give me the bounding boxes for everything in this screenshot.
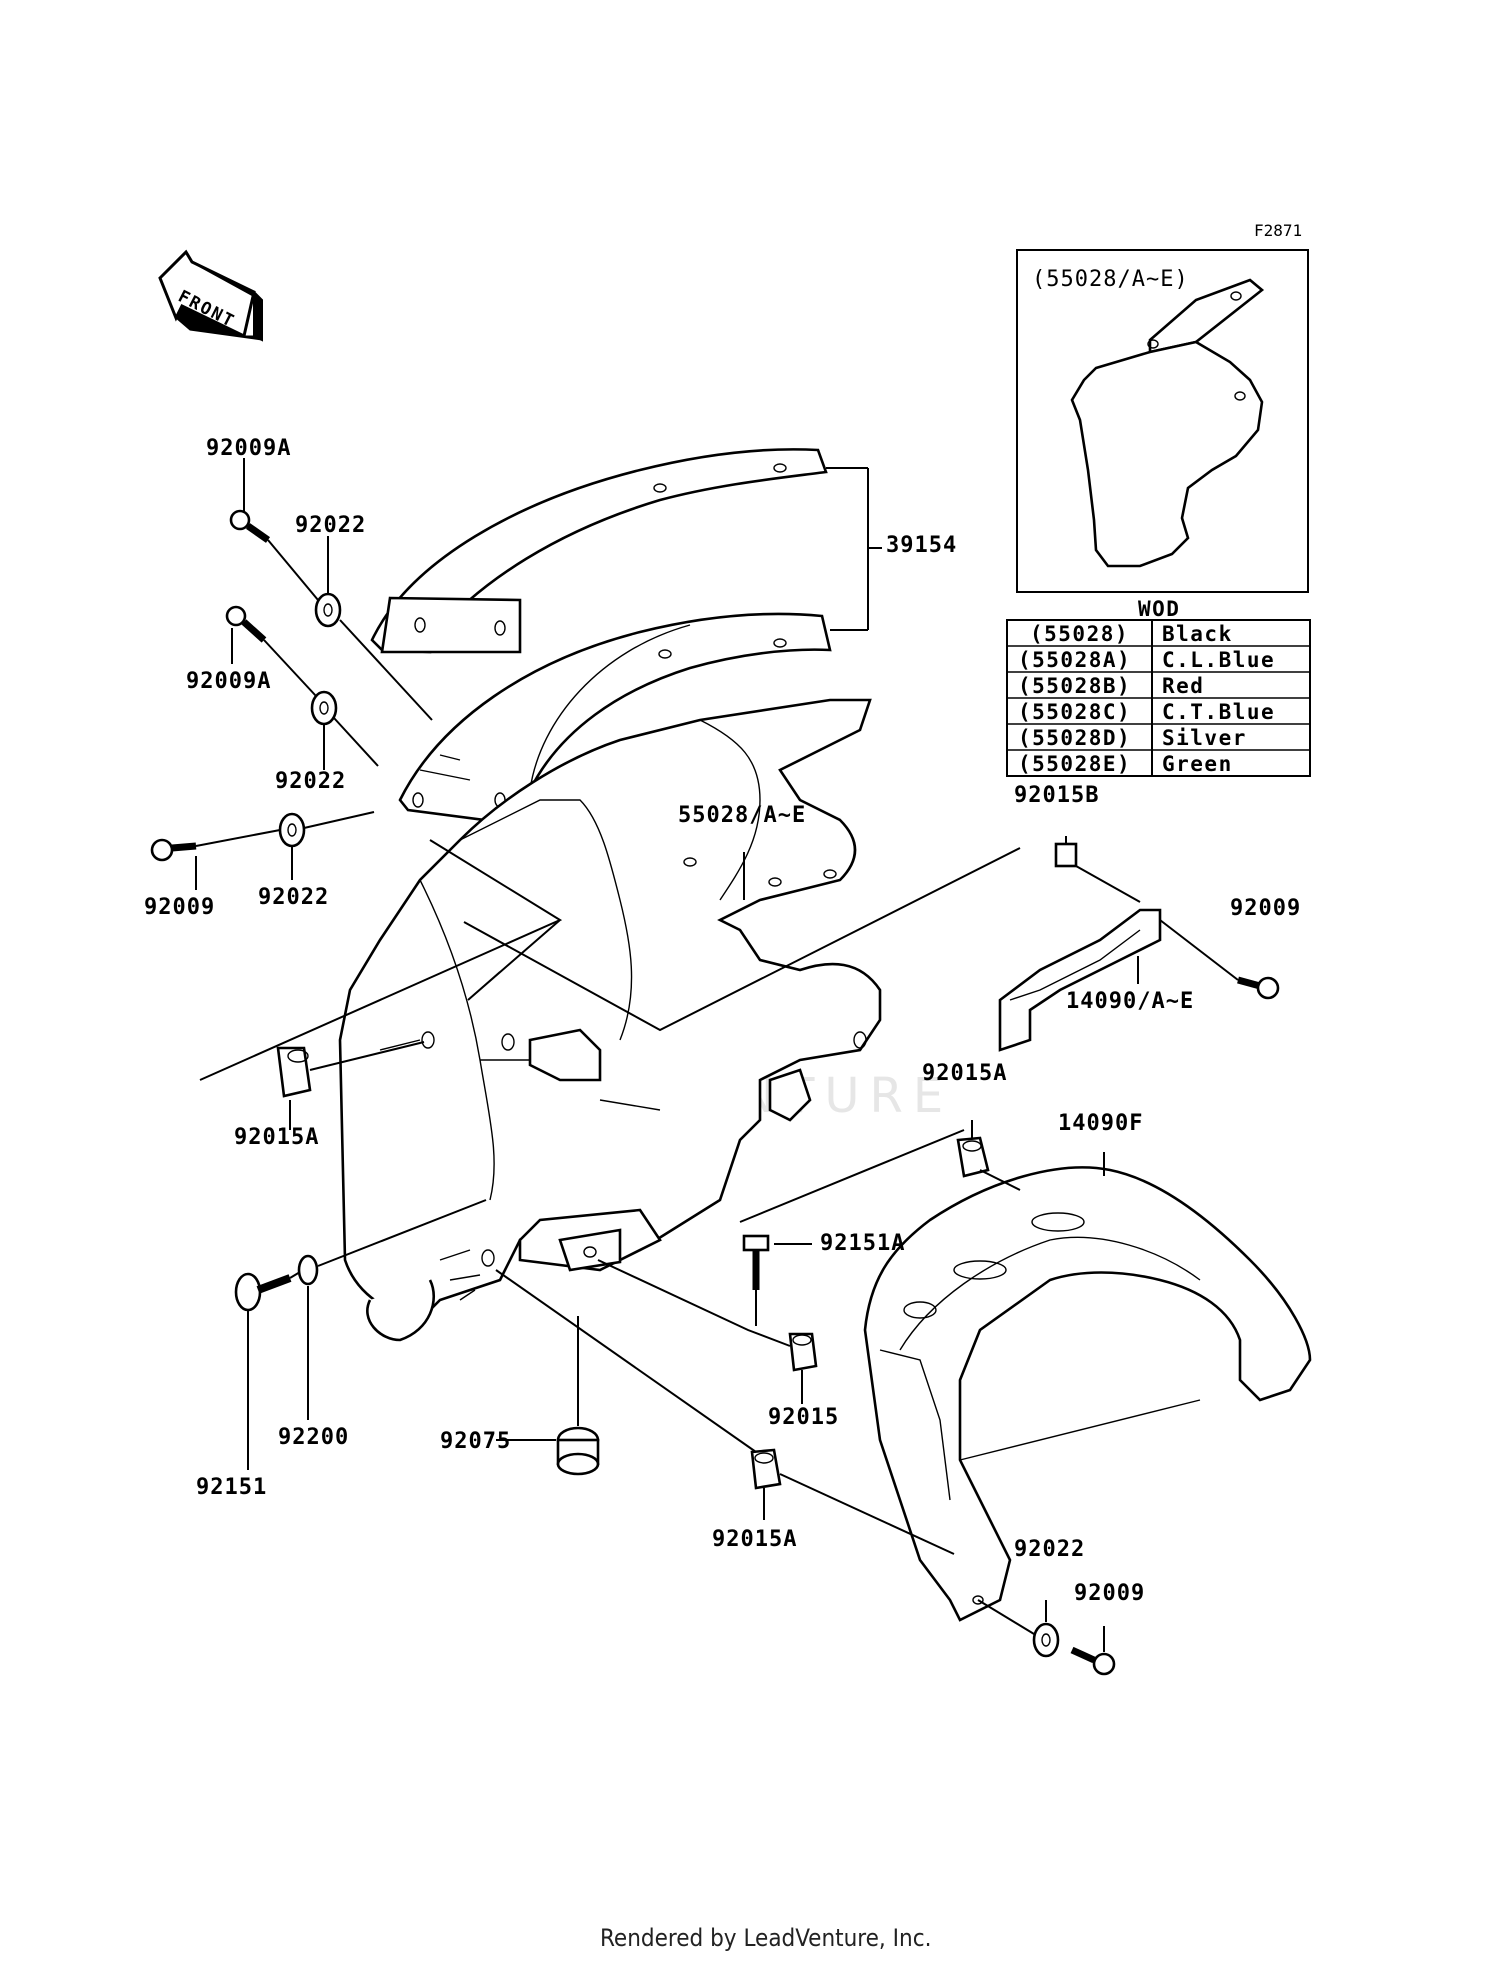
grommet-92015-icon <box>788 1332 818 1372</box>
label-39154: 39154 <box>886 533 957 558</box>
label-92200: 92200 <box>278 1425 349 1450</box>
washer-92022-top-icon <box>314 592 342 628</box>
part-14090F-frame <box>863 1166 1312 1622</box>
bolt-92009-right-icon <box>1237 976 1280 1000</box>
washer-92022-low-icon <box>278 812 306 848</box>
wod-code-2: (55028B) <box>1018 674 1131 698</box>
washer-92022-mid-icon <box>310 690 338 726</box>
wod-color-3: C.T.Blue <box>1162 700 1275 724</box>
leader-lines <box>195 458 1239 1652</box>
footer-credit: Rendered by LeadVenture, Inc. <box>600 1924 931 1952</box>
label-92009-right: 92009 <box>1230 896 1301 921</box>
figure-code: F2871 <box>1254 221 1302 240</box>
wod-title: WOD <box>1138 597 1180 621</box>
washer-92022-bottom-icon <box>1032 1622 1060 1658</box>
grommet-92015A-bottom-icon <box>750 1448 782 1490</box>
front-arrow-icon: FRONT <box>158 249 263 342</box>
label-92022-bottom: 92022 <box>1014 1537 1085 1562</box>
callout-labels: 92009A 92022 39154 92009A 92022 92009 92… <box>144 436 1301 1606</box>
label-92022-low: 92022 <box>258 885 329 910</box>
bolt-92009A-top-icon <box>229 509 271 543</box>
inset-panel: (55028/A~E) <box>1016 249 1309 593</box>
label-92009-left: 92009 <box>144 895 215 920</box>
label-92009A-top: 92009A <box>206 436 291 461</box>
wod-color-4: Silver <box>1162 726 1247 750</box>
wod-color-2: Red <box>1162 674 1204 698</box>
label-92022-top: 92022 <box>295 513 366 538</box>
label-14090F: 14090F <box>1058 1111 1143 1136</box>
label-92015B: 92015B <box>1014 783 1099 808</box>
label-92009A-mid: 92009A <box>186 669 271 694</box>
label-92022-mid: 92022 <box>275 769 346 794</box>
label-92075: 92075 <box>440 1429 511 1454</box>
fasteners <box>150 509 1280 1676</box>
label-92015A-right: 92015A <box>922 1061 1007 1086</box>
bolt-92009-bottom-icon <box>1070 1646 1116 1676</box>
bolt-92009-left-icon <box>150 838 197 862</box>
part-39154-panels <box>370 448 832 828</box>
part-14090-bracket <box>998 908 1162 1052</box>
label-92151: 92151 <box>196 1475 267 1500</box>
wod-code-0: (55028) <box>1030 622 1129 646</box>
grommet-92015A-left-icon <box>276 1046 312 1098</box>
wod-color-0: Black <box>1162 622 1233 646</box>
wod-code-4: (55028D) <box>1018 726 1131 750</box>
label-92151A: 92151A <box>820 1231 905 1256</box>
bolt-92009A-mid-icon <box>225 605 267 643</box>
label-92009-bottom: 92009 <box>1074 1581 1145 1606</box>
clip-92015B-icon <box>1054 842 1078 868</box>
washer-92200-icon <box>297 1254 319 1286</box>
label-55028: 55028/A~E <box>678 803 806 828</box>
wod-code-1: (55028A) <box>1018 648 1131 672</box>
label-92015: 92015 <box>768 1405 839 1430</box>
wod-color-5: Green <box>1162 752 1233 776</box>
grommet-92015A-right-icon <box>956 1136 990 1178</box>
bolt-92151-icon <box>234 1272 292 1312</box>
label-14090: 14090/A~E <box>1066 989 1194 1014</box>
label-92015A-left: 92015A <box>234 1125 319 1150</box>
bolt-92151A-icon <box>742 1234 770 1290</box>
grommet-92075-icon <box>556 1426 600 1476</box>
wod-color-table: WOD (55028) Black (55028A) C.L.Blue (550… <box>1006 597 1311 777</box>
label-92015A-bottom: 92015A <box>712 1527 797 1552</box>
wod-code-3: (55028C) <box>1018 700 1131 724</box>
inset-label: (55028/A~E) <box>1032 267 1189 292</box>
wod-code-5: (55028E) <box>1018 752 1131 776</box>
wod-color-1: C.L.Blue <box>1162 648 1275 672</box>
